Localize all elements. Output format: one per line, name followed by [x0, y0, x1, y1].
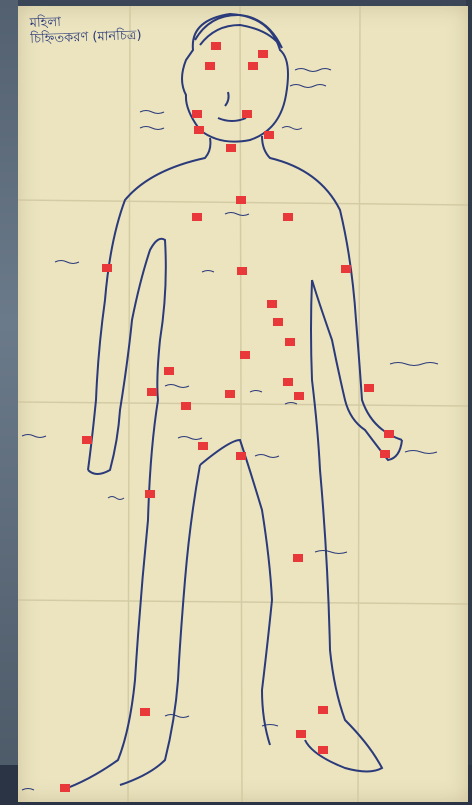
annotation-scribbles: [22, 69, 438, 791]
fold-lines: [18, 6, 468, 802]
caption-text: মহিলা চিহ্নিতকরণ (মানচিত্র): [29, 12, 141, 48]
body-outline: [62, 14, 402, 790]
red-markers: [60, 42, 394, 792]
